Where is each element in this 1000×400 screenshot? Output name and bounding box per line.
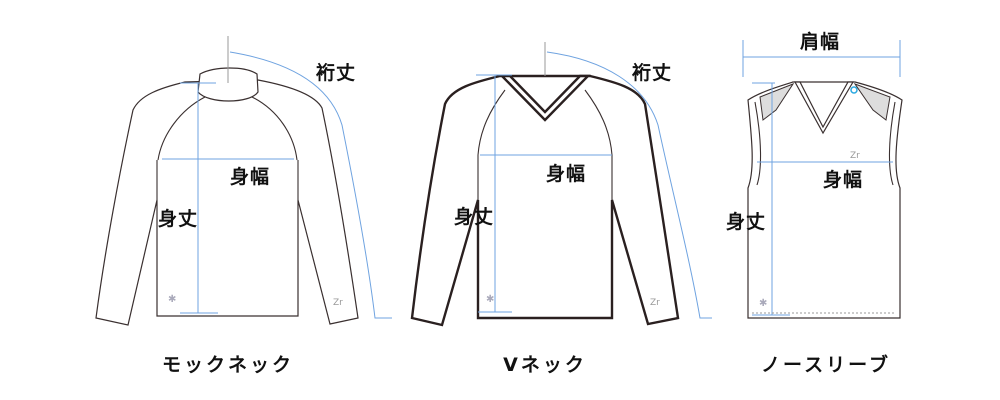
garment-name-sleeveless: ノースリーブ [761,354,891,376]
logo-mark-icon: ✱ [759,298,767,309]
shoulder-width-label: 肩幅 [800,31,841,53]
body-length-label: 身丈 [158,208,199,230]
garment-name-v-neck: Vネック [503,354,587,376]
body-width-label: 身幅 [546,163,587,185]
body-length-label: 身丈 [726,211,767,233]
logo-mark-icon: ✱ [486,294,494,305]
garment-name-mock-neck: モックネック [161,354,295,376]
body-width-label: 身幅 [230,166,271,188]
logo-mark-icon: ✱ [168,294,176,305]
body-length-label: 身丈 [454,206,495,228]
v-neck-shirt-drawing: ✱ Zr [410,42,712,327]
brand-mark-icon: Zr [650,298,660,308]
mock-neck-shirt-drawing: ✱ Zr [95,36,392,326]
sleeve-length-label: 裄丈 [632,62,673,84]
sleeve-length-label: 裄丈 [316,62,357,84]
brand-mark-icon: Zr [333,298,343,308]
sleeveless-shirt-drawing: ✱ Zr [742,40,903,319]
brand-mark-icon: Zr [850,151,860,161]
body-width-label: 身幅 [823,169,864,191]
